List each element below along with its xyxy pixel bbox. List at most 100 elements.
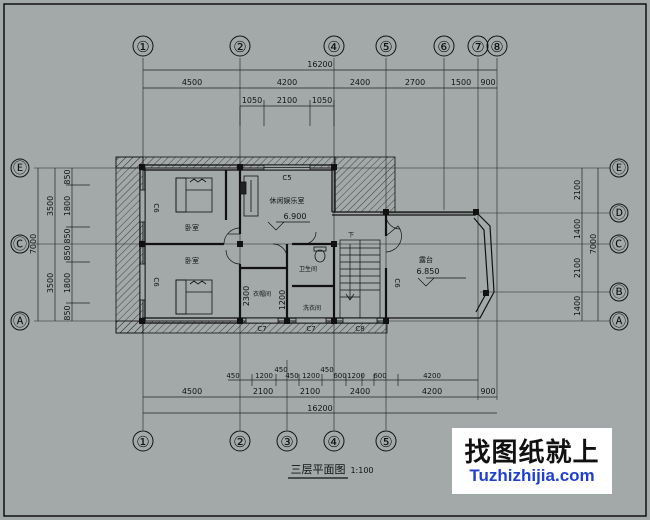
dim-top-a: 4500: [182, 78, 202, 87]
axis-label-top-7: ⑦: [471, 38, 484, 56]
dim-bottom-p: 900: [480, 387, 495, 396]
axis-label-top-5: ⑤: [379, 38, 392, 56]
dim-bottom-e: 1200: [302, 372, 320, 380]
axis-bubbles-bottom: [132, 430, 397, 452]
elevation-markers: [267, 221, 466, 287]
room-storage: 衣帽间: [253, 290, 271, 298]
room-lounge: 休闲娱乐室: [270, 196, 305, 205]
toilet-icon: [313, 246, 327, 263]
dim-left-in-4: 850: [63, 245, 72, 260]
room-terrace: 露台: [419, 255, 433, 264]
dim-bottom-c: 450: [274, 366, 287, 374]
dim-closet-width: 1200: [278, 290, 287, 310]
axis-label-top-8: ⑧: [490, 38, 503, 56]
window-label-c7-b: C7: [306, 325, 315, 333]
room-bath: 卫生间: [299, 265, 317, 273]
dim-closet-depth: 2300: [242, 286, 251, 306]
dim-bottom-i: 600: [373, 372, 386, 380]
axis-label-left-e: Ⓔ: [13, 161, 27, 177]
dim-left-in-5: 1800: [63, 273, 72, 293]
dim-bottom-d: 450: [285, 372, 298, 380]
dim-top-d: 2700: [405, 78, 425, 87]
axis-bubbles-top: ① ② ④ ⑤ ⑥ ⑦ ⑧: [132, 35, 508, 57]
bed-icon-2: [175, 279, 213, 315]
dimension-lines-bottom: [143, 374, 497, 414]
window-label-c7-a: C7: [257, 325, 266, 333]
dim-top-total: 16200: [307, 60, 332, 69]
axis-label-right-b: Ⓑ: [612, 285, 626, 301]
drawing-frame: [3, 3, 647, 517]
dim-right-3: 2100: [573, 258, 582, 278]
dimension-lines-left: [37, 168, 90, 321]
drawing-title: 三层平面图: [291, 463, 346, 476]
dim-top-c: 2400: [350, 78, 370, 87]
window-label-c6-a: C6: [152, 203, 160, 213]
axis-bubbles-right: [609, 158, 629, 331]
dim-top-g: 1050: [242, 96, 262, 105]
room-bedroom-2: 卧室: [185, 256, 199, 265]
dim-bottom-total: 16200: [307, 404, 332, 413]
stair-down-label: 下: [348, 232, 354, 239]
dim-bottom-l: 2100: [253, 387, 273, 396]
elevation-terrace: 6.850: [417, 267, 440, 276]
tv-cabinet-icon: [239, 175, 259, 217]
window-label-c8: C8: [355, 325, 364, 333]
dim-left-in-6: 850: [63, 305, 72, 320]
dim-bottom-h: 1200: [347, 372, 365, 380]
dim-bottom-a: 450: [226, 372, 239, 380]
dim-right-1: 2100: [573, 180, 582, 200]
watermark: 找图纸就上 Tuzhizhijia.com: [452, 428, 612, 494]
dim-top-i: 1050: [312, 96, 332, 105]
watermark-cn: 找图纸就上: [464, 438, 600, 468]
dimension-lines-right: [581, 168, 599, 321]
dimension-lines-top: [143, 69, 497, 126]
axis-label-bottom-3: ③: [280, 433, 293, 451]
room-bedroom-1: 卧室: [185, 223, 199, 232]
axis-label-right-d: Ⓓ: [612, 206, 626, 222]
dim-top-h: 2100: [277, 96, 297, 105]
dim-top-e: 1500: [451, 78, 471, 87]
dim-left-mid-2: 3500: [46, 273, 55, 293]
axis-label-top-6: ⑥: [437, 38, 450, 56]
elevation-lounge: 6.900: [284, 212, 307, 221]
axis-label-right-a: Ⓐ: [612, 314, 626, 330]
window-label-c5: C5: [282, 174, 291, 182]
dim-left-in-1: 850: [63, 169, 72, 184]
dim-left-in-2: 1800: [63, 196, 72, 216]
room-laundry: 洗衣间: [303, 304, 321, 312]
window-label-c6-c: C6: [393, 278, 401, 288]
dim-bottom-m: 2100: [300, 387, 320, 396]
dim-bottom-b: 1200: [255, 372, 273, 380]
axis-label-top-2: ②: [233, 38, 246, 56]
dim-bottom-f: 450: [320, 366, 333, 374]
dim-right-total: 7000: [589, 234, 598, 254]
axis-label-bottom-5: ⑤: [379, 433, 392, 451]
axis-label-bottom-2: ②: [233, 433, 246, 451]
dim-right-4: 1400: [573, 296, 582, 316]
dim-left-mid-1: 3500: [46, 196, 55, 216]
axis-label-bottom-4: ④: [327, 433, 340, 451]
building-walls: [115, 156, 495, 334]
drawing-scale: 1:100: [350, 466, 373, 475]
axis-label-top-1: ①: [136, 38, 149, 56]
axis-label-left-a: Ⓐ: [13, 314, 27, 330]
axis-label-right-c: Ⓒ: [612, 237, 626, 253]
dim-bottom-k: 4500: [182, 387, 202, 396]
dim-top-f: 900: [480, 78, 495, 87]
dim-bottom-n: 2400: [350, 387, 370, 396]
dim-bottom-o: 4200: [422, 387, 442, 396]
axis-bubbles-left: [10, 158, 30, 331]
windows: [139, 164, 378, 324]
dim-left-total: 7000: [29, 234, 38, 254]
dim-bottom-g: 600: [333, 372, 346, 380]
window-label-c6-b: C6: [152, 277, 160, 287]
axis-label-left-c: Ⓒ: [13, 237, 27, 253]
stair: [339, 239, 381, 319]
axis-label-top-4: ④: [327, 38, 340, 56]
dim-right-2: 1400: [573, 219, 582, 239]
watermark-url: Tuzhizhijia.com: [469, 466, 595, 485]
axis-label-bottom-1: ①: [136, 433, 149, 451]
axis-label-right-e: Ⓔ: [612, 161, 626, 177]
dim-left-in-3: 850: [63, 228, 72, 243]
